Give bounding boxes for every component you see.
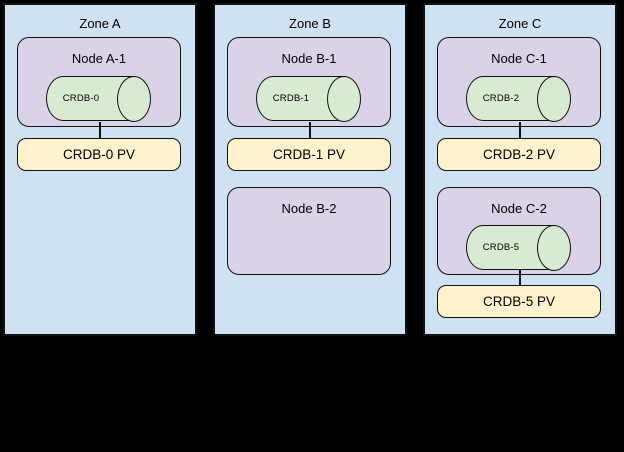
crdb-0-pv-label: CRDB-0 PV <box>62 147 135 162</box>
crdb-1-database-cylinder: CRDB-1 <box>256 75 361 122</box>
crdb-2-label: CRDB-2 <box>482 93 520 104</box>
crdb-0-database-cylinder: CRDB-0 <box>46 75 151 122</box>
node-c2-pv-connector-line <box>519 269 521 285</box>
crdb-5-pv-box: CRDB-5 PV <box>437 285 601 318</box>
node-b2-box: Node B-2 <box>227 187 391 275</box>
crdb-0-pv-box: CRDB-0 PV <box>17 138 181 171</box>
zone-c-title: Zone C <box>498 16 542 31</box>
cylinder-end-ellipse <box>536 224 571 271</box>
cylinder-end-ellipse <box>536 75 571 122</box>
crdb-5-label: CRDB-5 <box>482 242 520 253</box>
zone-c-container: Zone C Node C-1 CRDB-2 CRDB-2 PV Node C-… <box>423 3 617 336</box>
node-b1-box: Node B-1 CRDB-1 <box>227 37 391 127</box>
crdb-5-database-cylinder: CRDB-5 <box>466 224 571 271</box>
node-c2-box: Node C-2 CRDB-5 <box>437 187 601 275</box>
node-b1-pv-connector-line <box>309 122 311 138</box>
node-c1-title: Node C-1 <box>491 51 547 66</box>
crdb-2-pv-box: CRDB-2 PV <box>437 138 601 171</box>
crdb-0-label: CRDB-0 <box>62 93 100 104</box>
cylinder-end-ellipse <box>116 75 151 122</box>
zone-b-title: Zone B <box>289 16 331 31</box>
cylinder-end-ellipse <box>326 75 361 122</box>
crdb-2-pv-label: CRDB-2 PV <box>482 147 555 162</box>
node-a1-box: Node A-1 CRDB-0 <box>17 37 181 127</box>
zone-b-container: Zone B Node B-1 CRDB-1 CRDB-1 PV Node B-… <box>213 3 407 336</box>
node-c2-title: Node C-2 <box>491 201 547 216</box>
zone-a-title: Zone A <box>79 16 121 31</box>
crdb-5-pv-label: CRDB-5 PV <box>482 294 555 309</box>
node-c1-pv-connector-line <box>519 122 521 138</box>
node-b2-title: Node B-2 <box>281 201 337 216</box>
crdb-1-pv-box: CRDB-1 PV <box>227 138 391 171</box>
crdb-2-database-cylinder: CRDB-2 <box>466 75 571 122</box>
zone-a-container: Zone A Node A-1 CRDB-0 CRDB-0 PV <box>3 3 197 336</box>
node-a1-title: Node A-1 <box>71 51 127 66</box>
node-c1-box: Node C-1 CRDB-2 <box>437 37 601 127</box>
node-b1-title: Node B-1 <box>281 51 337 66</box>
crdb-1-label: CRDB-1 <box>272 93 310 104</box>
crdb-1-pv-label: CRDB-1 PV <box>272 147 345 162</box>
node-a1-pv-connector-line <box>99 122 101 138</box>
